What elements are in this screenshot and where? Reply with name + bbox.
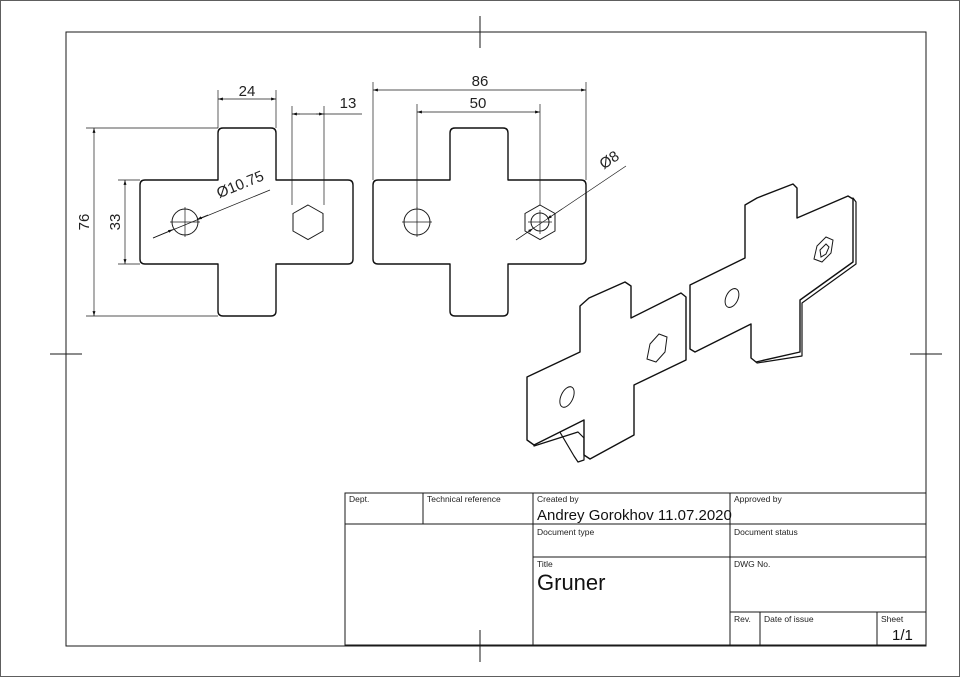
- sheet-value: 1/1: [892, 627, 913, 644]
- dim-33-label: 33: [107, 214, 124, 231]
- dept-label: Dept.: [349, 494, 369, 504]
- hex-hole: [292, 204, 324, 241]
- dim-50-label: 50: [470, 95, 487, 112]
- title-value: Gruner: [537, 570, 605, 595]
- centering-marks: [50, 16, 942, 662]
- dim-24-label: 24: [239, 83, 256, 100]
- date-of-issue-label: Date of issue: [764, 614, 814, 624]
- iso-hex-hole-front: [646, 333, 668, 363]
- title-block: Dept. Technical reference Created by And…: [344, 492, 927, 646]
- isometric-part-front: [526, 281, 687, 463]
- document-status-label: Document status: [734, 527, 798, 537]
- dim-86-label: 86: [472, 73, 489, 90]
- dwg-no-label: DWG No.: [734, 559, 770, 569]
- created-by-value: Andrey Gorokhov 11.07.2020: [537, 507, 732, 524]
- dim-13-label: 13: [340, 95, 357, 112]
- drawing-border: [65, 31, 927, 647]
- rev-label: Rev.: [734, 614, 751, 624]
- sheet-label: Sheet: [881, 614, 904, 624]
- iso-round-hole-back: [724, 288, 740, 308]
- dim-dia-8-label: Ø8: [596, 148, 622, 173]
- technical-reference-label: Technical reference: [427, 494, 501, 504]
- document-type-label: Document type: [537, 527, 594, 537]
- approved-by-label: Approved by: [734, 494, 782, 504]
- title-label: Title: [537, 559, 553, 569]
- iso-hex-nut-back: [813, 236, 834, 263]
- created-by-label: Created by: [537, 494, 579, 504]
- dim-76-label: 76: [76, 214, 93, 231]
- left-part-view: [139, 127, 354, 317]
- isometric-part-back: [689, 183, 857, 364]
- iso-round-hole-front: [559, 386, 575, 408]
- right-part-view: [372, 127, 587, 317]
